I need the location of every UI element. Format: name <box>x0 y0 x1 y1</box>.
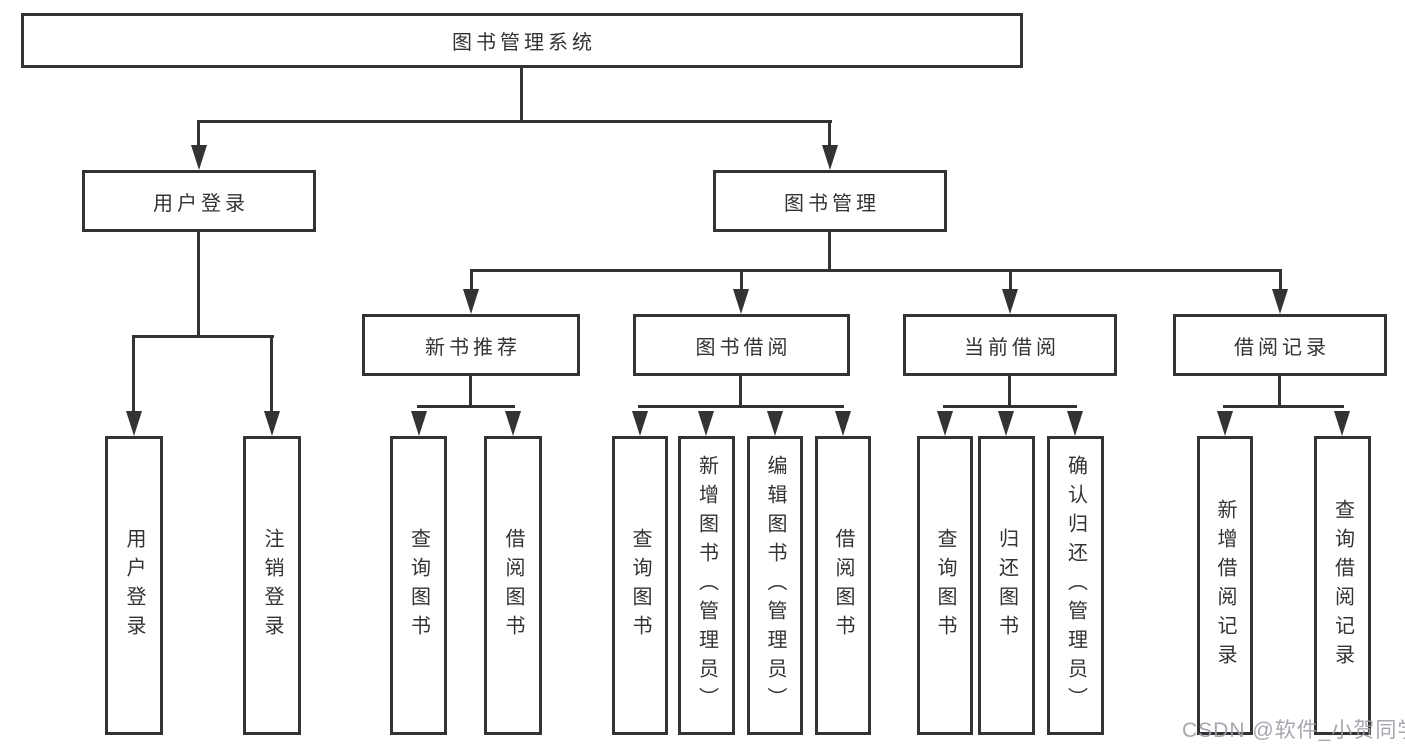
node-new-book-recommend: 新书推荐 <box>362 314 580 376</box>
connector-root-bus <box>197 120 832 123</box>
connector-user-login-bus <box>133 335 274 338</box>
node-root: 图书管理系统 <box>21 13 1023 68</box>
connector-current-borrow-trunk <box>1008 376 1011 408</box>
leaf-return-book: 归还图书 <box>978 436 1035 735</box>
leaf-add-borrow-record-label: 新增借阅记录 <box>1214 498 1236 673</box>
arrowhead-query-books-3 <box>937 411 953 436</box>
arrowhead-confirm-return-admin <box>1067 411 1083 436</box>
watermark: CSDN @软件_小贺同学 <box>1182 719 1405 742</box>
arrowhead-current-borrow <box>1002 289 1018 314</box>
node-borrow-records: 借阅记录 <box>1173 314 1387 376</box>
node-book-borrow: 图书借阅 <box>633 314 850 376</box>
leaf-add-book-admin: 新增图书（管理员） <box>678 436 735 735</box>
arrowhead-borrow-books-1 <box>505 411 521 436</box>
node-user-login: 用户登录 <box>82 170 316 232</box>
leaf-user-login: 用户登录 <box>105 436 163 735</box>
connector-new-book-recommend-bus <box>417 405 515 408</box>
arrowhead-leaf-user-login <box>126 411 142 436</box>
arrowhead-new-book-recommend <box>463 289 479 314</box>
leaf-borrow-books-1-label: 借阅图书 <box>502 527 524 644</box>
leaf-query-books-2: 查询图书 <box>612 436 668 735</box>
connector-shaft-current-borrow <box>1009 269 1012 293</box>
arrowhead-query-books-2 <box>632 411 648 436</box>
node-book-borrow-label: 图书借阅 <box>695 336 792 359</box>
connector-book-borrow-bus <box>638 405 844 408</box>
leaf-confirm-return-admin-label: 确认归还（管理员） <box>1064 455 1087 716</box>
connector-user-login-trunk <box>197 232 200 337</box>
arrowhead-borrow-books-2 <box>835 411 851 436</box>
node-borrow-records-label: 借阅记录 <box>1234 336 1330 359</box>
leaf-borrow-books-2-label: 借阅图书 <box>832 527 854 644</box>
leaf-query-borrow-record-label: 查询借阅记录 <box>1331 498 1354 673</box>
arrowhead-book-borrow <box>733 289 749 314</box>
connector-shaft-leaf-user-login <box>132 335 135 415</box>
arrowhead-book-management <box>822 145 838 170</box>
leaf-confirm-return-admin: 确认归还（管理员） <box>1047 436 1104 735</box>
connector-borrow-records-bus <box>1223 405 1344 408</box>
node-root-label: 图书管理系统 <box>452 32 596 54</box>
leaf-edit-book-admin: 编辑图书（管理员） <box>747 436 803 735</box>
leaf-borrow-books-2: 借阅图书 <box>815 436 871 735</box>
connector-level3-bus <box>470 269 1281 272</box>
arrowhead-return-book <box>998 411 1014 436</box>
arrowhead-add-book-admin <box>698 411 714 436</box>
leaf-edit-book-admin-label: 编辑图书（管理员） <box>764 455 786 716</box>
leaf-user-login-label: 用户登录 <box>123 527 145 644</box>
leaf-query-books-3-label: 查询图书 <box>934 527 956 644</box>
connector-shaft-new-book-recommend <box>470 269 473 293</box>
arrowhead-edit-book-admin <box>767 411 783 436</box>
leaf-return-book-label: 归还图书 <box>995 527 1018 644</box>
leaf-query-borrow-record: 查询借阅记录 <box>1314 436 1371 735</box>
arrowhead-query-borrow-record <box>1334 411 1350 436</box>
connector-shaft-book-management <box>828 120 831 150</box>
arrowhead-borrow-records <box>1272 289 1288 314</box>
connector-book-management-trunk <box>828 232 831 272</box>
leaf-logout: 注销登录 <box>243 436 301 735</box>
leaf-borrow-books-1: 借阅图书 <box>484 436 542 735</box>
leaf-query-books-3: 查询图书 <box>917 436 973 735</box>
connector-shaft-book-borrow <box>740 269 743 293</box>
leaf-query-books-1-label: 查询图书 <box>407 527 430 644</box>
node-user-login-label: 用户登录 <box>153 192 249 215</box>
leaf-query-books-2-label: 查询图书 <box>629 527 651 644</box>
connector-shaft-borrow-records <box>1279 269 1282 293</box>
node-new-book-recommend-label: 新书推荐 <box>425 336 521 359</box>
connector-shaft-user-login <box>197 120 200 150</box>
connector-new-book-recommend-trunk <box>469 376 472 408</box>
connector-current-borrow-bus <box>943 405 1077 408</box>
connector-root-trunk <box>520 68 523 122</box>
arrowhead-user-login <box>191 145 207 170</box>
arrowhead-leaf-logout <box>264 411 280 436</box>
connector-shaft-leaf-logout <box>270 335 273 415</box>
connector-book-borrow-trunk <box>739 376 742 408</box>
node-current-borrow: 当前借阅 <box>903 314 1117 376</box>
connector-borrow-records-trunk <box>1278 376 1281 408</box>
leaf-query-books-1: 查询图书 <box>390 436 447 735</box>
arrowhead-query-books-1 <box>411 411 427 436</box>
leaf-add-borrow-record: 新增借阅记录 <box>1197 436 1253 735</box>
arrowhead-add-borrow-record <box>1217 411 1233 436</box>
node-current-borrow-label: 当前借阅 <box>964 336 1060 359</box>
node-book-management-label: 图书管理 <box>784 192 880 215</box>
leaf-logout-label: 注销登录 <box>261 527 283 644</box>
leaf-add-book-admin-label: 新增图书（管理员） <box>695 455 718 716</box>
node-book-management: 图书管理 <box>713 170 947 232</box>
